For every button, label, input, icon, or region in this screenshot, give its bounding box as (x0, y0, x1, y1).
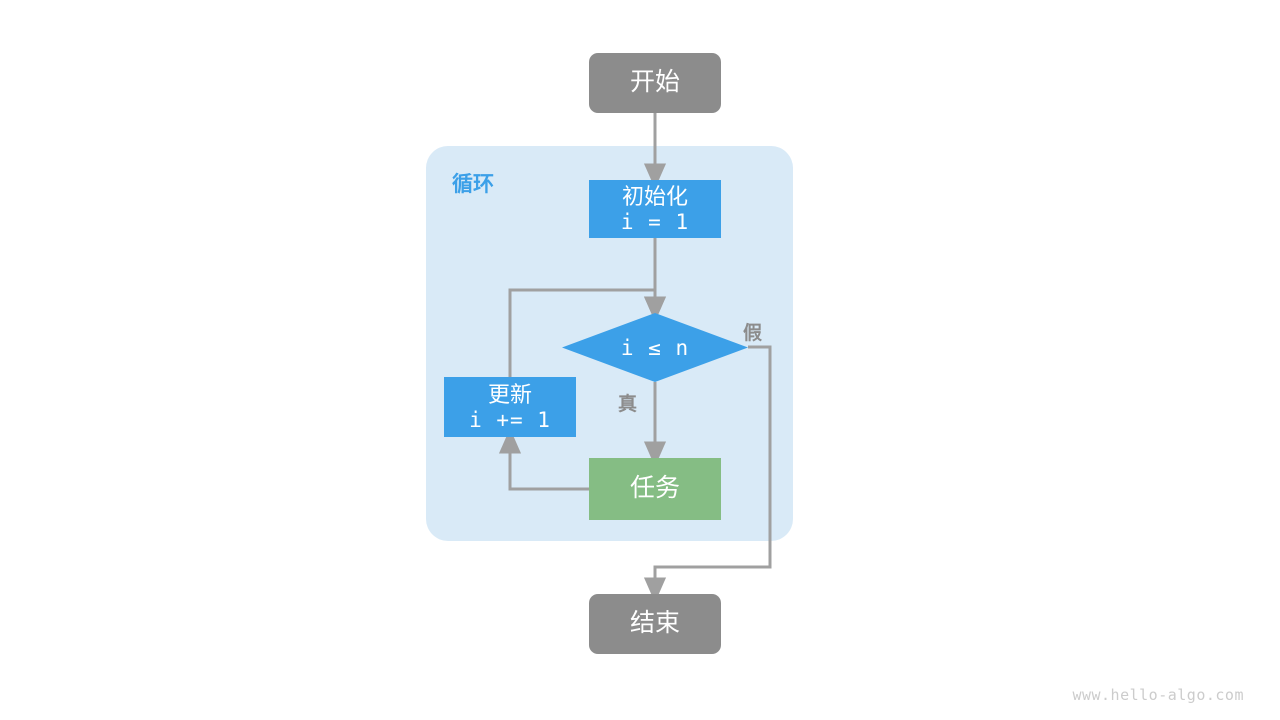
node-init-expression: i = 1 (620, 209, 690, 234)
node-end-label: 结束 (629, 609, 680, 638)
node-start-label: 开始 (629, 68, 680, 97)
edge-label-true: 真 (618, 394, 638, 415)
node-update-title: 更新 (487, 381, 532, 407)
node-end[interactable]: 结束 (589, 594, 721, 654)
watermark: www.hello-algo.com (1072, 686, 1244, 704)
edge-task-to-update (498, 428, 589, 491)
edge-update-to-condition (508, 288, 667, 377)
node-init[interactable]: 初始化 i = 1 (589, 180, 721, 238)
node-task-label: 任务 (629, 474, 680, 503)
node-init-title: 初始化 (621, 183, 688, 209)
node-start[interactable]: 开始 (589, 53, 721, 113)
loop-container-label: 循环 (452, 173, 494, 196)
node-update[interactable]: 更新 i += 1 (444, 377, 576, 437)
edge-condition-false-to-end (643, 345, 772, 603)
node-update-expression: i += 1 (469, 407, 551, 432)
condition-diamond (562, 313, 748, 382)
node-task[interactable]: 任务 (589, 458, 721, 520)
edge-label-false: 假 (743, 323, 763, 344)
